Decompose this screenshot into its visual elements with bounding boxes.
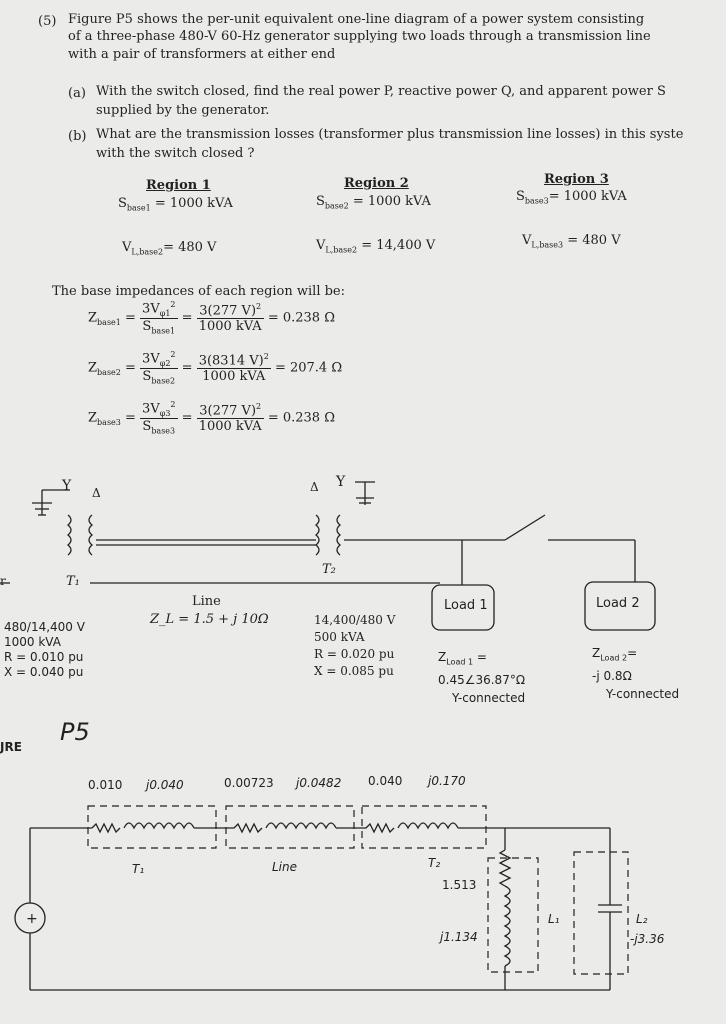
t1-delta-symbol: Δ (92, 486, 101, 500)
t1-dashed-box (87, 805, 217, 849)
impedance-intro: The base impedances of each region will … (52, 284, 346, 299)
part-b-text-1: What are the transmission losses (transf… (96, 127, 684, 142)
eq-load2-x: -j3.36 (630, 932, 665, 946)
t2-wye-symbol: Y (336, 474, 346, 490)
part-a-text-2: supplied by the generator. (96, 103, 270, 118)
problem-line-1: Figure P5 shows the per-unit equivalent … (68, 12, 645, 27)
load2-box (584, 581, 656, 631)
p5-handwritten: P5 (60, 718, 90, 746)
load2-dashed-box (573, 851, 629, 975)
eq-t1-x: j0.040 (146, 778, 184, 792)
line-impedance: Z_L = 1.5 + j 10Ω (150, 612, 269, 627)
eq-t2-x: j0.170 (428, 774, 466, 788)
part-a-text-1: With the switch closed, find the real po… (96, 84, 666, 99)
problem-number: (5) (38, 14, 57, 29)
region-3-title: Region 3 (544, 172, 609, 187)
region-2-sbase: Sbase2 = 1000 kVA (316, 194, 431, 211)
region-3-vbase: VL,base3 = 480 V (522, 233, 621, 250)
figure-label: JRE (0, 740, 22, 754)
left-edge-char: r (0, 574, 6, 588)
t2-resistor (336, 822, 395, 834)
region-1-title: Region 1 (146, 178, 211, 193)
problem-line-3: with a pair of transformers at either en… (68, 47, 336, 62)
line-label: Line (192, 594, 221, 609)
eq-t2-label: T₂ (428, 856, 441, 870)
load1-impedance: ZLoad 1 = 0.45∠36.87°Ω Y-connected (438, 650, 526, 706)
part-a-label: (a) (68, 86, 86, 101)
line-dashed-box (225, 805, 355, 849)
load2-impedance: ZLoad 2= -j 0.8Ω Y-connected (592, 646, 680, 702)
eq-load1-label: L₁ (548, 912, 560, 926)
problem-line-2: of a three-phase 480-V 60-Hz generator s… (68, 29, 651, 44)
eq-t2-r: 0.040 (368, 774, 403, 788)
eq-load1-r: 1.513 (442, 878, 477, 892)
load1-box-label: Load 1 (444, 598, 488, 613)
t1-resistor (91, 822, 121, 834)
t1-secondary-winding (88, 514, 94, 556)
region-3-sbase: Sbase3= 1000 kVA (516, 189, 627, 206)
part-b-text-2: with the switch closed ? (96, 146, 255, 161)
load2-box-label: Load 2 (596, 596, 640, 611)
t2-inductor (397, 822, 459, 830)
t1-inductor (123, 822, 195, 830)
eq-load2-label: L₂ (636, 912, 648, 926)
eq-line-label: Line (272, 860, 298, 874)
region-2-title: Region 2 (344, 176, 409, 191)
eq-t1-r: 0.010 (88, 778, 123, 792)
eq-t1-label: T₁ (132, 862, 145, 876)
t1-specs: 480/14,400 V 1000 kVA R = 0.010 pu X = 0… (4, 620, 85, 679)
load1-dashed-box (487, 857, 539, 973)
eq-load1-x: j1.134 (440, 930, 478, 944)
part-b-label: (b) (68, 129, 87, 144)
eq-line-x: j0.0482 (296, 776, 342, 790)
eq-line-r: 0.00723 (224, 776, 274, 790)
t2-label: T₂ (322, 562, 336, 577)
switch (504, 514, 546, 541)
t2-dashed-box (361, 805, 487, 849)
region-2-vbase: VL,base2 = 14,400 V (316, 238, 436, 255)
t1-wye-symbol: Y (62, 478, 72, 494)
t2-secondary-winding (336, 514, 342, 556)
t2-primary-winding (314, 514, 320, 556)
svg-text:+: + (26, 911, 38, 927)
load1-inductor (503, 885, 511, 967)
line-resistor (194, 822, 263, 834)
t2-specs: 14,400/480 V 500 kVA R = 0.020 pu X = 0.… (314, 613, 396, 678)
load1-box (431, 584, 495, 631)
line-inductor (265, 822, 337, 830)
region-1-sbase: Sbase1 = 1000 kVA (118, 196, 233, 213)
region-1-vbase: VL,base2= 480 V (122, 240, 217, 257)
t2-delta-symbol: Δ (310, 480, 319, 494)
load1-resistor (498, 849, 512, 887)
t1-primary-winding (66, 514, 72, 556)
t1-label: T₁ (66, 574, 80, 589)
